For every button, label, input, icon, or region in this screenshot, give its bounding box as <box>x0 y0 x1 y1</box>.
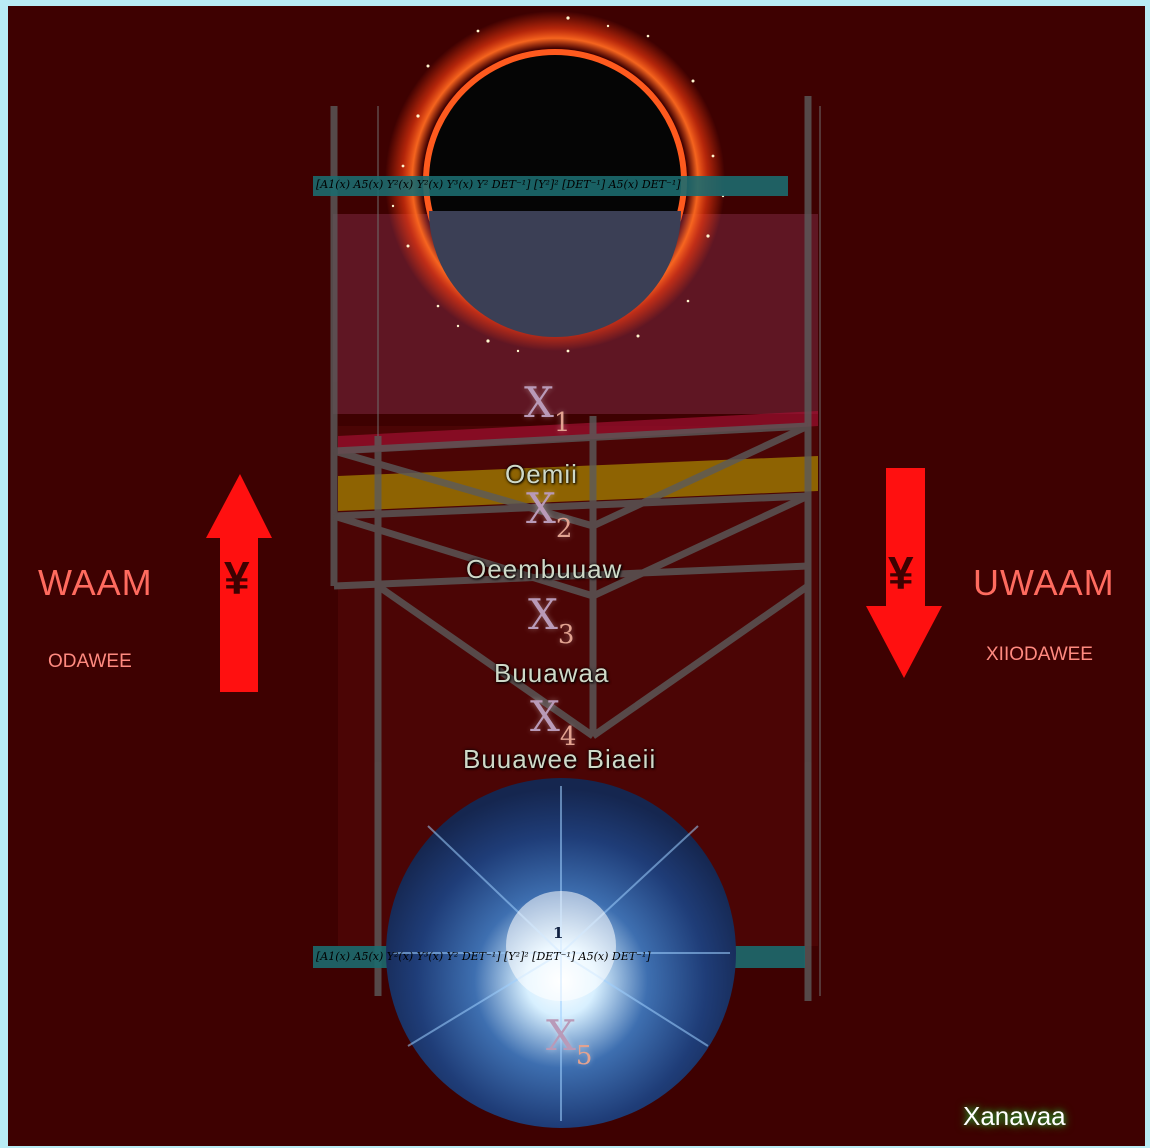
scene-graphics <box>206 11 942 1128</box>
level-1-marker: X1 <box>524 378 571 438</box>
right-subtitle: XIIODAWEE <box>986 644 1093 665</box>
credit-signature: Xanavaa <box>963 1101 1066 1131</box>
bottom-equation-text: [A1(x) A5(x) Y²(x) Y³(x) Y² DET⁻¹] [Y²]²… <box>316 950 651 963</box>
down-arrow-shape <box>866 468 942 678</box>
right-title: UWAAM <box>973 562 1115 603</box>
left-subtitle: ODAWEE <box>48 651 132 672</box>
level-3-name: Buuawaa <box>494 658 610 688</box>
scaffold-frame <box>330 96 812 1001</box>
level-2-marker: X2 <box>526 484 573 544</box>
level-3-marker: X3 <box>528 590 575 650</box>
yellow-band <box>338 456 818 511</box>
left-title: WAAM <box>38 562 153 603</box>
eclipse-lower-shade <box>429 211 681 337</box>
sphere-core-glow <box>506 891 616 1001</box>
top-equation-strip <box>313 176 788 196</box>
level-1-name: Oemii <box>505 459 578 489</box>
artwork-canvas: ¥ ¥ WAAM ODAWEE UWAAM XIIODAWEE [A1(x) A… <box>8 6 1145 1146</box>
level-4-marker: X4 <box>530 692 577 752</box>
scaffold-guides <box>377 106 821 996</box>
sphere-center-glyph: 1 <box>553 924 564 942</box>
up-arrow-shape <box>206 474 272 692</box>
left-yen-icon: ¥ <box>224 552 250 604</box>
level-5-marker: X5 <box>546 1011 593 1071</box>
level-4-name: Buuawee Biaeii <box>463 744 657 774</box>
right-yen-icon: ¥ <box>888 547 914 599</box>
level-2-name: Oeembuuaw <box>466 554 623 584</box>
eclipse-sparkles <box>391 16 725 353</box>
top-equation-text: [A1(x) A5(x) Y²(x) Y²(x) Y³(x) Y² DET⁻¹]… <box>316 178 681 191</box>
